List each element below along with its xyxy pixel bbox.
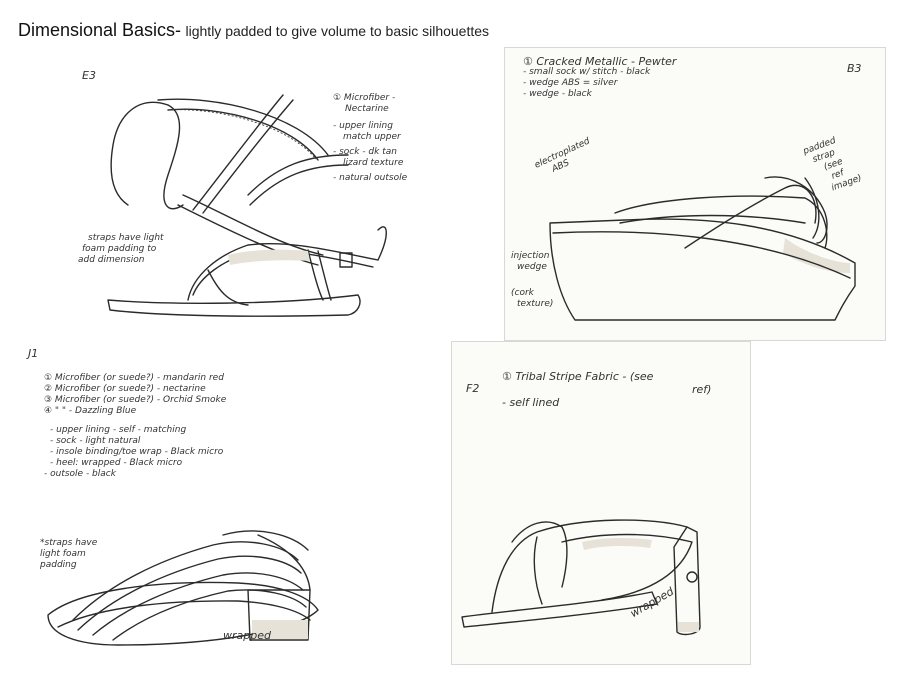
note-line: - small sock w/ stitch - black [523,67,651,77]
sketch-code: E3 [82,69,96,82]
note-line: Nectarine [345,104,389,114]
note-line: - self lined [502,396,560,409]
note-line: ① Cracked Metallic - Pewter [523,55,677,68]
note-line: - upper lining [333,121,393,131]
slide-illustration-j1 [47,530,319,646]
sketch-code: F2 [466,382,480,395]
mule-illustration-f2 [461,519,701,636]
b3-callout-cork: (cork texture) [511,288,553,310]
f2-material-notes: ① Tribal Stripe Fabric - (see ref) - sel… [502,370,711,409]
callout-line: padding [40,560,77,570]
sketch-f2: F2 ① Tribal Stripe Fabric - (see ref) - … [452,342,750,664]
note-line: - upper lining - self - matching [50,425,187,435]
callout-line: straps have light [88,233,164,243]
callout-line: injection [511,251,550,261]
note-line: ④ " " - Dazzling Blue [44,406,137,416]
note-line: - outsole - black [44,469,116,479]
callout-line: (cork [511,288,534,298]
note-line: ③ Microfiber (or suede?) - Orchid Smoke [44,395,227,405]
note-line: ref) [692,383,712,396]
sketch-e3: E3 ① Microfiber - Nectarine - upper lini… [18,55,458,345]
j1-material-notes: ① Microfiber (or suede?) - mandarin red … [44,373,226,480]
sketch-code: J1 [28,347,39,360]
b3-callout-injection: injection wedge [511,251,549,273]
j1-wrapped-label: wrapped [223,629,271,642]
sketch-j1: J1 ① Microfiber (or suede?) - mandarin r… [18,345,448,665]
j1-callout: *straps have light foam padding [40,538,97,571]
callout-line: light foam [40,549,86,559]
note-line: - wedge - black [523,89,592,99]
note-line: - wedge ABS = silver [523,78,618,88]
callout-line: add dimension [78,255,145,265]
title-subtitle: lightly padded to give volume to basic s… [185,23,490,39]
callout-line: wedge [517,262,547,272]
title-main: Dimensional Basics- [18,20,182,40]
note-line: - heel: wrapped - Black micro [50,458,183,468]
note-line: - sock - light natural [50,436,141,446]
note-line: - sock - dk tan [333,147,397,157]
note-line: ① Tribal Stripe Fabric - (see [502,370,654,383]
sandal-illustration-e3 [107,94,387,317]
wedge-illustration-b3 [549,176,856,321]
note-line: match upper [343,132,401,142]
e3-material-notes: ① Microfiber - Nectarine - upper lining … [333,93,407,184]
note-line: lizard texture [343,158,404,168]
callout-line: texture) [517,299,554,309]
note-line: - natural outsole [333,173,408,183]
note-line: ① Microfiber - [333,93,396,103]
page-title: Dimensional Basics- lightly padded to gi… [18,20,489,41]
note-line: - insole binding/toe wrap - Black micro [50,447,224,457]
e3-callout: straps have light foam padding to add di… [78,233,164,266]
note-line: ① Microfiber (or suede?) - mandarin red [44,373,224,383]
sketch-code: B3 [847,62,862,75]
callout-line: *straps have [40,538,98,548]
sketch-b3: B3 ① Cracked Metallic - Pewter - small s… [505,48,885,340]
note-line: ② Microfiber (or suede?) - nectarine [44,384,206,394]
callout-line: foam padding to [82,244,157,254]
b3-material-notes: ① Cracked Metallic - Pewter - small sock… [523,56,676,100]
